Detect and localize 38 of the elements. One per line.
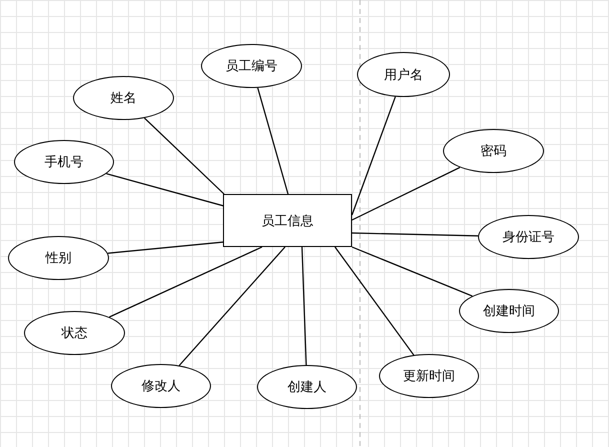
connector-line bbox=[301, 246, 307, 366]
attribute-name: 更新时间 bbox=[403, 368, 455, 385]
connector-line bbox=[144, 118, 224, 194]
attribute-name: 身份证号 bbox=[502, 229, 554, 246]
attribute-ellipse bbox=[8, 236, 109, 280]
attribute-name: 手机号 bbox=[44, 154, 84, 171]
attribute-name: 姓名 bbox=[110, 90, 136, 107]
connector-line bbox=[352, 232, 478, 236]
attribute-name: 创建时间 bbox=[483, 303, 535, 320]
connector-line bbox=[178, 246, 286, 366]
attribute-ellipse bbox=[24, 311, 125, 355]
attribute-ellipse bbox=[478, 215, 579, 259]
attribute-name: 创建人 bbox=[288, 379, 326, 396]
attribute-name: 状态 bbox=[62, 325, 88, 342]
attribute-ellipse bbox=[257, 365, 357, 409]
attribute-name: 用户名 bbox=[384, 66, 423, 84]
attribute-ellipse bbox=[201, 44, 302, 88]
attribute-name: 员工编号 bbox=[226, 58, 278, 75]
attribute-ellipse bbox=[459, 289, 559, 333]
attribute-ellipse bbox=[443, 129, 544, 173]
connector-line bbox=[106, 173, 224, 207]
connector-line bbox=[352, 246, 473, 297]
attribute-ellipse bbox=[73, 76, 174, 120]
entity-box bbox=[223, 194, 352, 247]
entity-name: 员工信息 bbox=[262, 212, 314, 230]
connector-line bbox=[109, 246, 262, 318]
attribute-name: 密码 bbox=[480, 143, 506, 160]
connector-line bbox=[352, 166, 460, 221]
attribute-name: 性别 bbox=[46, 250, 72, 267]
attribute-ellipse bbox=[379, 354, 479, 398]
connector-line bbox=[108, 241, 224, 254]
attribute-ellipse bbox=[14, 140, 114, 184]
connector-line bbox=[334, 246, 414, 356]
attribute-name: 修改人 bbox=[142, 378, 180, 395]
connector-line bbox=[257, 88, 289, 194]
attribute-ellipse bbox=[111, 364, 211, 408]
attribute-ellipse bbox=[357, 52, 450, 97]
connector-line bbox=[351, 96, 396, 216]
